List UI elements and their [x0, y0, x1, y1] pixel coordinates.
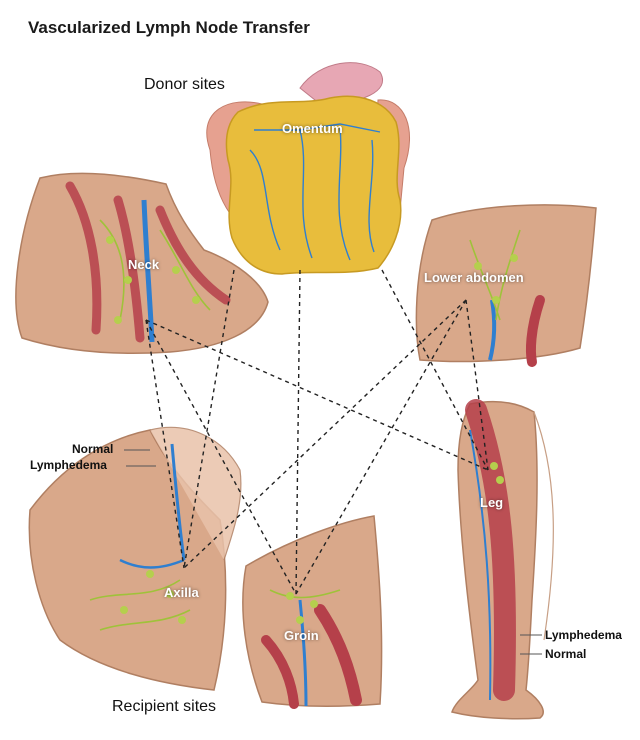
figure-title: Vascularized Lymph Node Transfer	[28, 18, 310, 37]
leg-normal-label: Normal	[545, 647, 587, 661]
transfer-lines	[145, 269, 489, 595]
leg-lymphedema-label: Lymphedema	[545, 628, 622, 642]
omentum-illustration	[206, 62, 411, 275]
neck-illustration	[15, 172, 269, 354]
axilla-label: Axilla	[164, 585, 199, 600]
neck-label: Neck	[128, 257, 160, 272]
groin-label: Groin	[284, 628, 319, 643]
recipient-sites-heading: Recipient sites	[112, 698, 217, 715]
outline-leaders	[124, 449, 542, 655]
axilla-normal-label: Normal	[72, 442, 114, 456]
lower-abdomen-label: Lower abdomen	[424, 270, 524, 285]
axilla-illustration	[28, 426, 242, 691]
donor-sites-heading: Donor sites	[144, 76, 225, 93]
leg-illustration	[451, 399, 554, 720]
leg-label: Leg	[480, 495, 504, 510]
omentum-label: Omentum	[282, 121, 343, 136]
lower-abdomen-illustration	[415, 204, 597, 367]
groin-illustration	[242, 515, 383, 709]
axilla-lymphedema-label: Lymphedema	[30, 458, 107, 472]
